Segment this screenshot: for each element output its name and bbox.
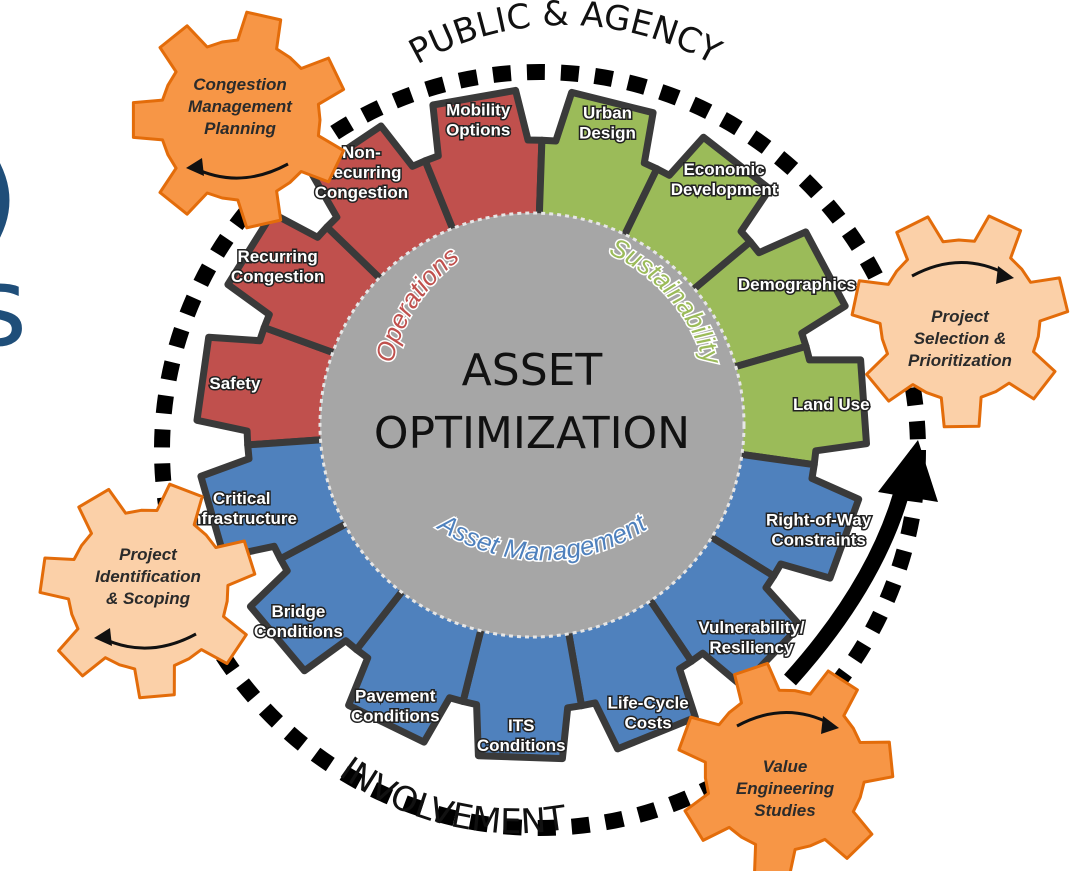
rotation-arrow-icon xyxy=(193,162,289,180)
outer-ring-label-top: PUBLIC & AGENCY xyxy=(403,0,728,73)
process-gear xyxy=(131,10,346,230)
rotation-arrow-icon xyxy=(911,261,1007,278)
process-gear xyxy=(677,661,895,871)
partial-title-line: ) xyxy=(0,133,19,261)
segment-label: Land Use xyxy=(793,395,870,414)
segment-label: Demographics xyxy=(738,275,856,294)
center-disc xyxy=(318,211,746,639)
rotation-arrowhead-icon xyxy=(821,716,839,734)
rotation-arrow-icon xyxy=(736,711,832,728)
center-title-line2: OPTIMIZATION xyxy=(374,408,690,459)
main-gear xyxy=(193,86,870,763)
center-title-line1: ASSET xyxy=(462,345,603,396)
segment-label: Safety xyxy=(209,374,261,393)
rotation-arrow-icon xyxy=(101,632,197,650)
rotation-arrowhead-icon xyxy=(94,628,112,646)
gear-segment-asset_management xyxy=(197,435,359,563)
ring-arrow-curve xyxy=(784,478,913,686)
rotation-arrowhead-icon xyxy=(996,266,1014,284)
partial-title-glyph-1: )s xyxy=(0,133,27,371)
segment-label: Vulnerability/Resiliency xyxy=(698,618,804,657)
rotation-arrowhead-icon xyxy=(186,158,204,176)
ring-arrow-head xyxy=(878,440,938,502)
outer-ring-label-bottom: INVOLVEMENT xyxy=(333,749,569,842)
partial-title-line: s xyxy=(0,243,27,371)
process-gear xyxy=(850,214,1070,429)
process-gear xyxy=(38,482,257,700)
